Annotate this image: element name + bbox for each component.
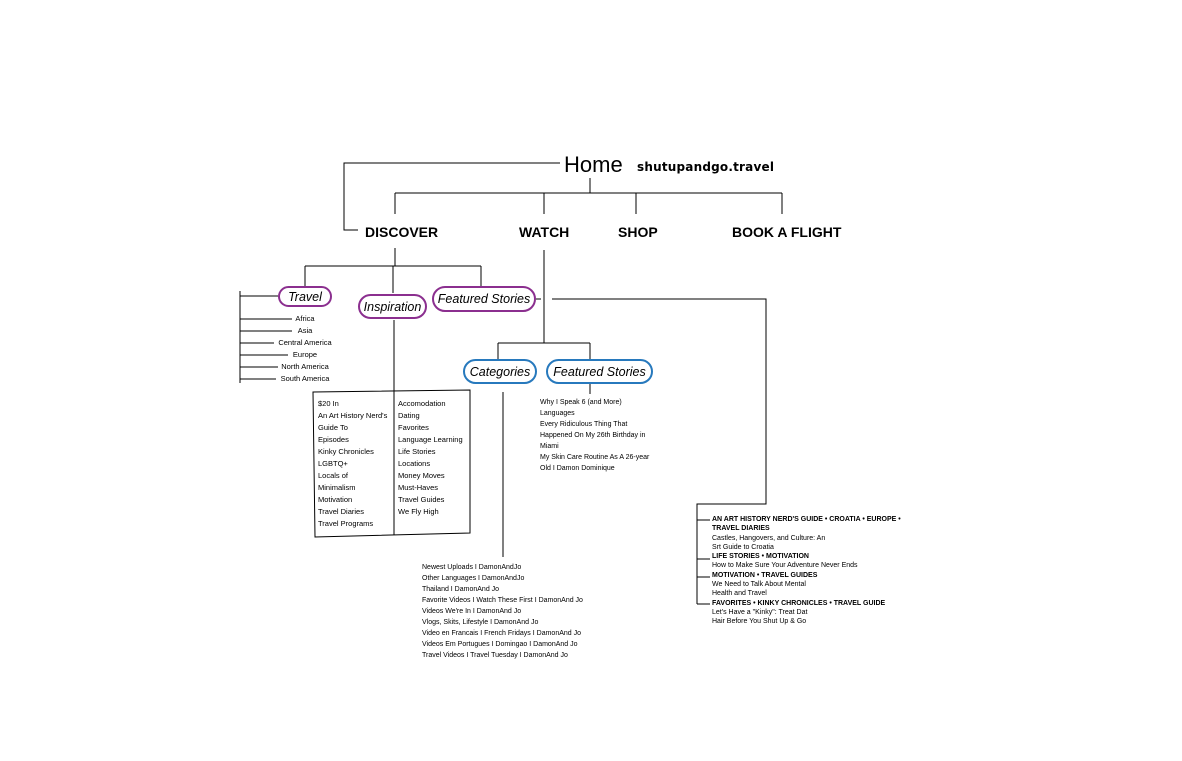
categories-list: Newest Uploads I DamonAndJo Other Langua… bbox=[422, 562, 583, 661]
nav-shop[interactable]: SHOP bbox=[618, 224, 658, 240]
discover-featured-list: AN ART HISTORY NERD'S GUIDE • CROATIA • … bbox=[712, 515, 901, 627]
inspiration-item[interactable]: An Art History Nerd's bbox=[318, 411, 388, 420]
travel-pill[interactable]: Travel bbox=[278, 286, 332, 307]
categories-pill[interactable]: Categories bbox=[463, 359, 537, 384]
category-item[interactable]: Video en Francais I French Fridays I Dam… bbox=[422, 630, 582, 637]
inspiration-box bbox=[312, 389, 471, 538]
category-item[interactable]: Videos We're In I DamonAnd Jo bbox=[422, 608, 522, 615]
inspiration-item[interactable]: Travel Programs bbox=[318, 519, 374, 528]
featured-story-title[interactable]: Castles, Hangovers, and Culture: An bbox=[712, 534, 826, 542]
category-item[interactable]: Videos Em Portugues I Domingao I DamonAn… bbox=[422, 641, 578, 648]
watch-featured-list: Why I Speak 6 (and More) Languages Every… bbox=[540, 397, 649, 474]
discover-featured-pill[interactable]: Featured Stories bbox=[432, 286, 536, 312]
inspiration-item[interactable]: Kinky Chronicles bbox=[318, 447, 374, 456]
inspiration-item[interactable]: Money Moves bbox=[398, 471, 445, 480]
featured-tags: TRAVEL DIARIES bbox=[712, 525, 770, 533]
nav-discover[interactable]: DISCOVER bbox=[365, 224, 439, 240]
inspiration-item[interactable]: Guide To bbox=[318, 423, 348, 432]
home-label[interactable]: Home bbox=[564, 152, 623, 177]
watch-featured-item[interactable]: My Skin Care Routine As A 26-year bbox=[540, 454, 650, 461]
inspiration-item[interactable]: Life Stories bbox=[398, 447, 436, 456]
inspiration-item[interactable]: Travel Diaries bbox=[318, 507, 364, 516]
inspiration-item[interactable]: Language Learning bbox=[398, 435, 463, 444]
region-item[interactable]: South America bbox=[280, 374, 330, 383]
watch-featured-item[interactable]: Why I Speak 6 (and More) bbox=[540, 399, 622, 406]
category-item[interactable]: Newest Uploads I DamonAndJo bbox=[422, 564, 522, 571]
inspiration-item[interactable]: Motivation bbox=[318, 495, 353, 504]
inspiration-item[interactable]: Minimalism bbox=[318, 483, 356, 492]
featured-tags: AN ART HISTORY NERD'S GUIDE • CROATIA • … bbox=[712, 516, 901, 523]
inspiration-item[interactable]: LGBTQ+ bbox=[318, 459, 348, 468]
site-url: shutupandgo.travel bbox=[637, 160, 775, 174]
featured-story-title[interactable]: Let's Have a "Kinky": Treat Dat bbox=[712, 608, 808, 616]
region-item[interactable]: Asia bbox=[297, 326, 313, 335]
featured-story-title[interactable]: Srt Guide to Croatia bbox=[712, 543, 774, 551]
region-item[interactable]: Central America bbox=[278, 338, 332, 347]
featured-story-title[interactable]: Hair Before You Shut Up & Go bbox=[712, 618, 807, 626]
featured-tags: FAVORITES • KINKY CHRONICLES • TRAVEL GU… bbox=[712, 599, 886, 607]
watch-featured-item[interactable]: Happened On My 26th Birthday in bbox=[540, 432, 646, 439]
inspiration-pill[interactable]: Inspiration bbox=[358, 294, 427, 319]
inspiration-item[interactable]: Locations bbox=[398, 459, 431, 468]
watch-featured-item[interactable]: Old I Damon Dominique bbox=[540, 465, 615, 472]
watch-featured-item[interactable]: Miami bbox=[540, 443, 559, 450]
nav-book-flight[interactable]: BOOK A FLIGHT bbox=[732, 224, 842, 240]
featured-story-title[interactable]: Health and Travel bbox=[712, 590, 767, 598]
inspiration-item[interactable]: Dating bbox=[398, 411, 420, 420]
watch-featured-item[interactable]: Every Ridiculous Thing That bbox=[540, 421, 628, 428]
category-item[interactable]: Thailand I DamonAnd Jo bbox=[422, 586, 500, 593]
watch-featured-item[interactable]: Languages bbox=[540, 410, 575, 417]
region-item[interactable]: Africa bbox=[295, 314, 315, 323]
featured-to-list-line bbox=[552, 298, 767, 604]
watch-featured-pill[interactable]: Featured Stories bbox=[546, 359, 653, 384]
category-item[interactable]: Other Languages I DamonAndJo bbox=[422, 575, 525, 582]
inspiration-item[interactable]: Must-Haves bbox=[398, 483, 439, 492]
category-item[interactable]: Favorite Videos I Watch These First I Da… bbox=[422, 597, 583, 604]
inspiration-item[interactable]: We Fly High bbox=[398, 507, 439, 516]
region-item[interactable]: Europe bbox=[292, 350, 318, 359]
inspiration-col-1: $20 In An Art History Nerd's Guide To Ep… bbox=[318, 398, 387, 530]
inspiration-item[interactable]: Locals of bbox=[318, 471, 349, 480]
home-to-discover-line bbox=[343, 162, 560, 231]
inspiration-item[interactable]: Travel Guides bbox=[398, 495, 445, 504]
inspiration-item[interactable]: Episodes bbox=[318, 435, 349, 444]
category-item[interactable]: Vlogs, Skits, Lifestyle I DamonAnd Jo bbox=[422, 619, 539, 626]
featured-story-title[interactable]: We Need to Talk About Mental bbox=[712, 581, 806, 589]
region-item[interactable]: North America bbox=[281, 362, 329, 371]
nav-watch[interactable]: WATCH bbox=[519, 224, 570, 240]
inspiration-item[interactable]: $20 In bbox=[318, 399, 339, 408]
category-item[interactable]: Travel Videos I Travel Tuesday I DamonAn… bbox=[422, 652, 568, 659]
featured-story-title[interactable]: How to Make Sure Your Adventure Never En… bbox=[712, 562, 858, 570]
inspiration-col-2: Accomodation Dating Favorites Language L… bbox=[398, 398, 463, 518]
inspiration-item[interactable]: Accomodation bbox=[398, 399, 446, 408]
featured-tags: MOTIVATION • TRAVEL GUIDES bbox=[712, 571, 818, 579]
featured-tags: LIFE STORIES • MOTIVATION bbox=[712, 553, 809, 561]
inspiration-item[interactable]: Favorites bbox=[398, 423, 429, 432]
